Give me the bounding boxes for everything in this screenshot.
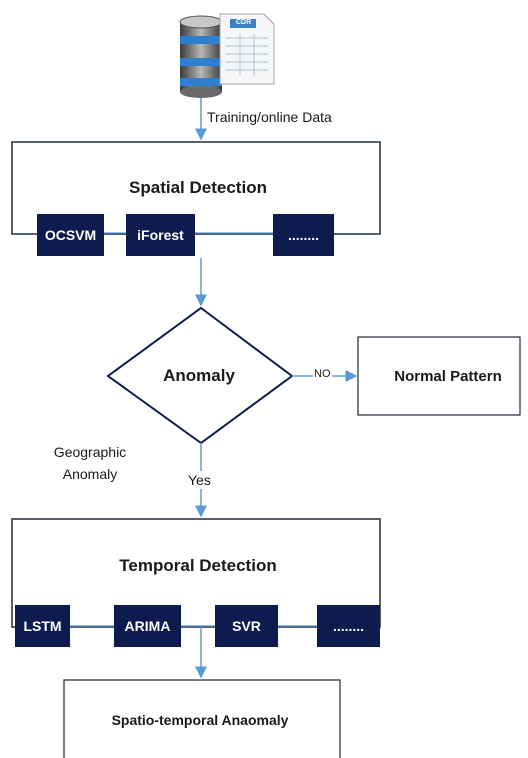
method-arima: ARIMA xyxy=(114,605,181,647)
cdr-tag: CDR xyxy=(236,19,252,26)
spatial-detection-title: Spatial Detection xyxy=(129,178,267,197)
training-data-label: Training/online Data xyxy=(207,109,332,125)
normal-pattern-box xyxy=(357,336,521,416)
database-icon xyxy=(179,15,223,98)
no-label: NO xyxy=(313,368,332,380)
geographic-note-line-2: Anomaly xyxy=(62,466,118,482)
spatio-temporal-anomaly-label: Spatio-temporal Anaomaly xyxy=(111,712,289,728)
result-box xyxy=(63,679,341,758)
yes-label: Yes xyxy=(186,471,213,489)
method-ellipsis-spatial: ........ xyxy=(273,214,334,256)
geographic-note-line-1: Geographic xyxy=(53,444,127,460)
temporal-detection-title: Temporal Detection xyxy=(119,556,277,575)
method-ocsvm: OCSVM xyxy=(37,214,104,256)
method-ellipsis-temporal: ........ xyxy=(317,605,380,647)
method-lstm: LSTM xyxy=(15,605,70,647)
method-svr: SVR xyxy=(215,605,278,647)
anomaly-label: Anomaly xyxy=(163,366,235,385)
method-iforest: iForest xyxy=(126,214,195,256)
geographic-anomaly-note: Geographic Anomaly xyxy=(54,441,126,485)
normal-pattern-label: Normal Pattern xyxy=(394,368,502,385)
spreadsheet-icon xyxy=(219,13,275,85)
